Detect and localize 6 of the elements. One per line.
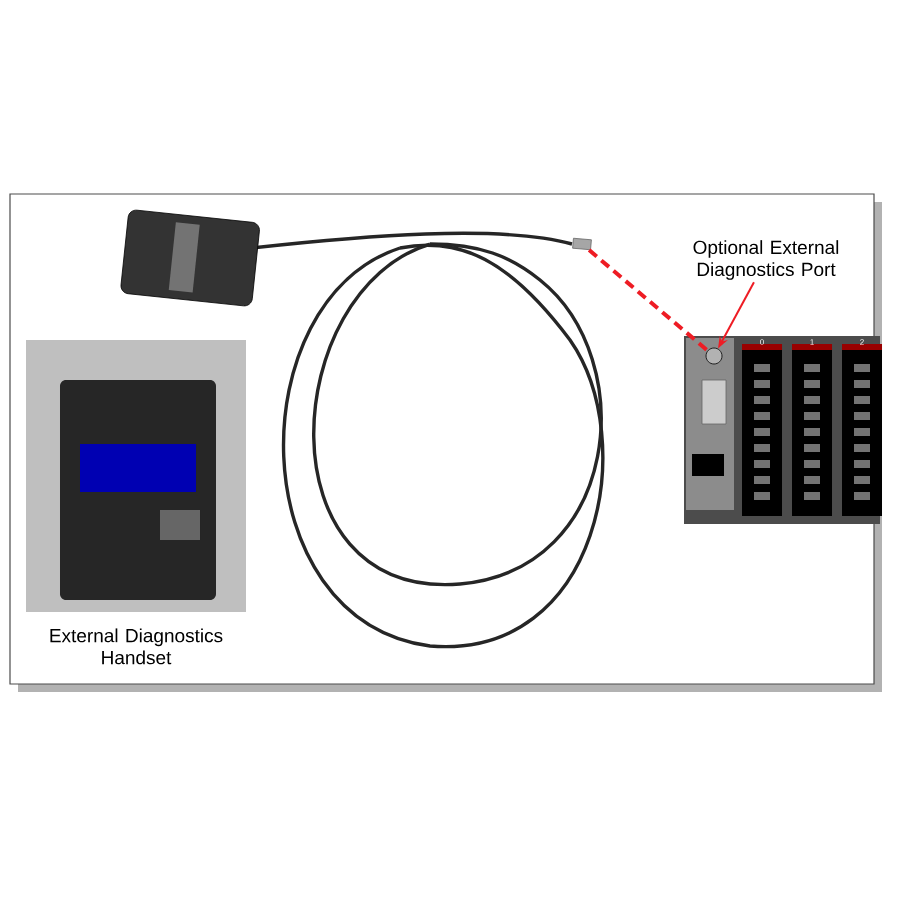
node-label: External Diagnostics Handset (50, 628, 223, 665)
connection-line (587, 248, 709, 353)
cable-plug (572, 237, 592, 251)
callout-label: Optional External Diagnostics Port (693, 240, 839, 280)
port-socket (705, 347, 723, 365)
handset-photo: External Diagnostics Handset (26, 340, 246, 665)
